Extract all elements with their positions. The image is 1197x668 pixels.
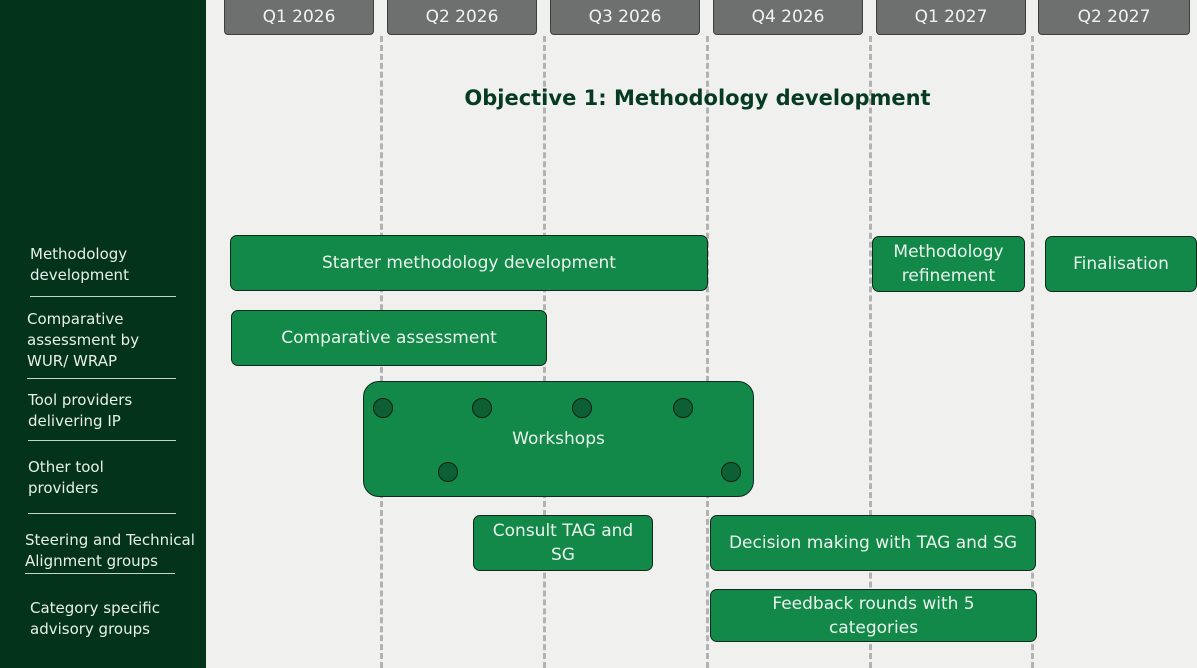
quarter-header-q2-2027: Q2 2027 xyxy=(1038,0,1190,35)
row-divider xyxy=(27,378,176,379)
quarter-divider-line xyxy=(1031,36,1034,668)
row-label-sidebar: Methodology development Comparative asse… xyxy=(0,0,206,668)
task-starter-methodology: Starter methodology development xyxy=(230,235,708,291)
task-comparative-assessment: Comparative assessment xyxy=(231,310,547,366)
task-consult-tag-sg: Consult TAG and SG xyxy=(473,515,653,571)
workshop-milestone-dot xyxy=(438,462,458,482)
quarter-divider-line xyxy=(869,36,872,668)
task-feedback-rounds: Feedback rounds with 5 categories xyxy=(710,589,1037,642)
row-divider xyxy=(28,513,176,514)
workshop-milestone-dot xyxy=(673,398,693,418)
row-label-category-advisory: Category specific advisory groups xyxy=(30,599,160,638)
row-label-other-tool-providers: Other tool providers xyxy=(28,458,104,497)
quarter-header-q2-2026: Q2 2026 xyxy=(387,0,537,35)
task-decision-making: Decision making with TAG and SG xyxy=(710,515,1036,571)
workshop-milestone-dot xyxy=(721,462,741,482)
task-workshops-label: Workshops xyxy=(512,429,605,449)
workshop-milestone-dot xyxy=(373,398,393,418)
row-divider xyxy=(25,573,175,574)
quarter-header-q4-2026: Q4 2026 xyxy=(713,0,863,35)
page-title: Objective 1: Methodology development xyxy=(464,86,931,110)
workshop-milestone-dot xyxy=(472,398,492,418)
task-methodology-refinement: Methodology refinement xyxy=(872,236,1025,292)
quarter-header-q3-2026: Q3 2026 xyxy=(550,0,700,35)
workshop-milestone-dot xyxy=(572,398,592,418)
quarter-header-q1-2026: Q1 2026 xyxy=(224,0,374,35)
quarter-header-q1-2027: Q1 2027 xyxy=(876,0,1026,35)
row-divider xyxy=(28,440,176,441)
row-label-steering-groups: Steering and Technical Alignment groups xyxy=(25,531,195,570)
task-finalisation: Finalisation xyxy=(1045,236,1197,292)
row-label-comparative: Comparative assessment by WUR/ WRAP xyxy=(27,310,140,370)
row-divider xyxy=(30,296,176,297)
quarter-divider-line xyxy=(706,36,709,668)
row-label-tool-providers-ip: Tool providers delivering IP xyxy=(28,391,133,430)
task-workshops: Workshops xyxy=(363,381,754,497)
row-label-methodology: Methodology development xyxy=(30,245,129,284)
